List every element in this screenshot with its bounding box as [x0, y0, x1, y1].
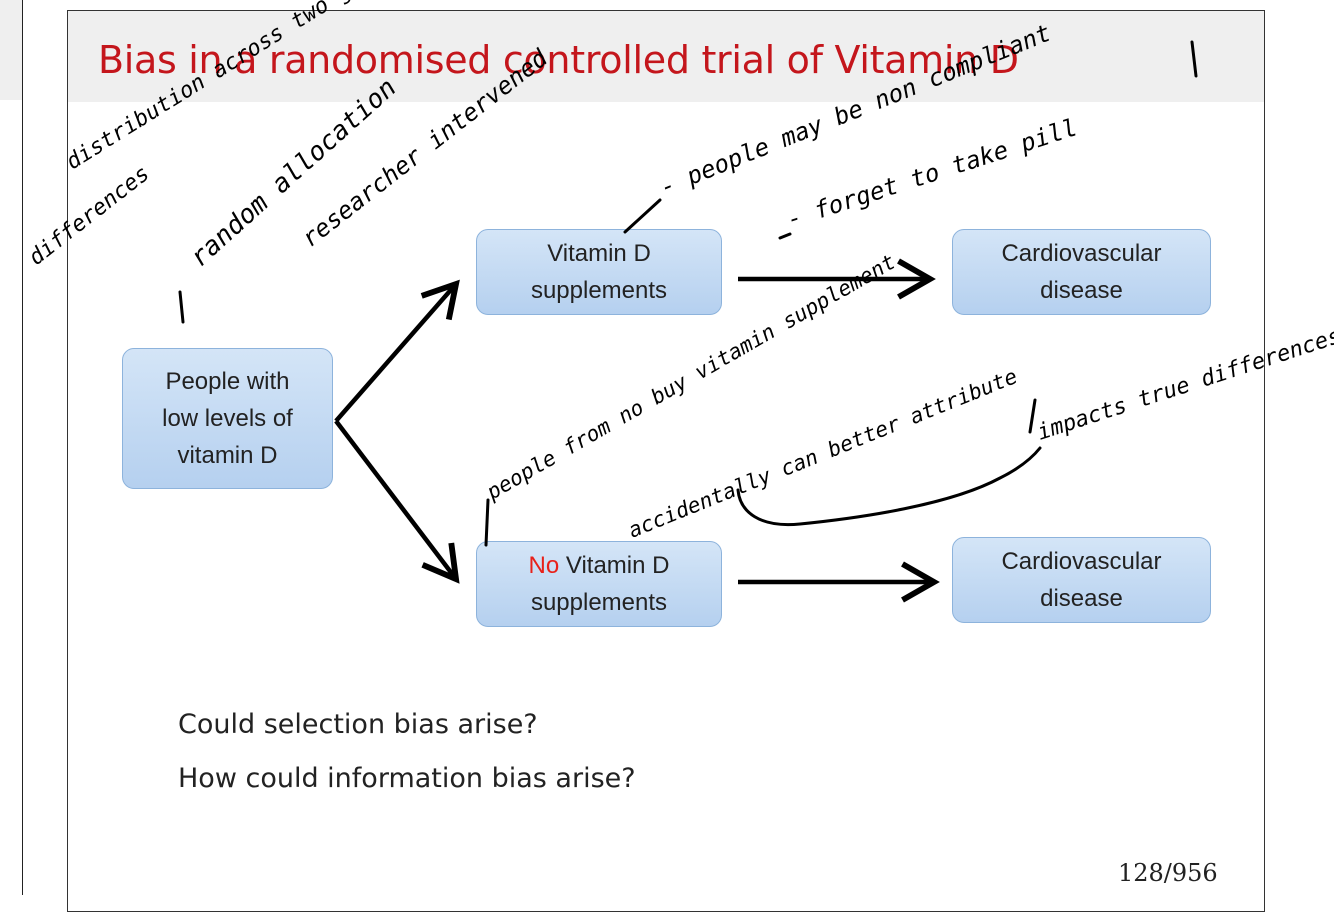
- box-label-line: People with: [165, 367, 290, 395]
- box-no-vitamin-d-supplements: No Vitamin D supplements: [476, 541, 722, 627]
- box-label-line: No Vitamin D: [529, 547, 670, 584]
- slide-title: Bias in a randomised controlled trial of…: [98, 38, 1019, 82]
- question-selection-bias: Could selection bias arise?: [178, 709, 538, 740]
- diagram-arrows: [334, 258, 940, 603]
- box-label-fragment: Vitamin D: [559, 551, 670, 579]
- box-label-line: supplements: [530, 277, 668, 304]
- box-label-line: disease: [1040, 277, 1123, 304]
- box-vitamin-d-supplements: Vitamin D supplements: [476, 229, 722, 315]
- previous-slide-edge: [0, 0, 23, 895]
- box-label-line: Vitamin D: [547, 239, 651, 267]
- page-number: 128/956: [1118, 859, 1218, 887]
- box-label-line: low levels of: [162, 404, 293, 432]
- box-cardiovascular-disease-top: Cardiovascular disease: [952, 229, 1211, 315]
- box-people-low-vitamin-d: People with low levels of vitamin D: [122, 348, 333, 489]
- box-label-line: vitamin D: [177, 442, 278, 470]
- arrow-to-treatment: [334, 279, 460, 423]
- box-label-line: Cardiovascular: [1001, 547, 1162, 575]
- no-highlight: No: [528, 551, 560, 579]
- question-information-bias: How could information bias arise?: [178, 763, 636, 794]
- box-label-line: Cardiovascular: [1001, 239, 1162, 267]
- box-cardiovascular-disease-bottom: Cardiovascular disease: [952, 537, 1211, 623]
- box-label-line: disease: [1040, 585, 1123, 612]
- arrow-to-control: [334, 419, 460, 584]
- box-label-line: supplements: [530, 589, 668, 616]
- title-band: [68, 11, 1264, 102]
- slide: Bias in a randomised controlled trial of…: [67, 10, 1265, 912]
